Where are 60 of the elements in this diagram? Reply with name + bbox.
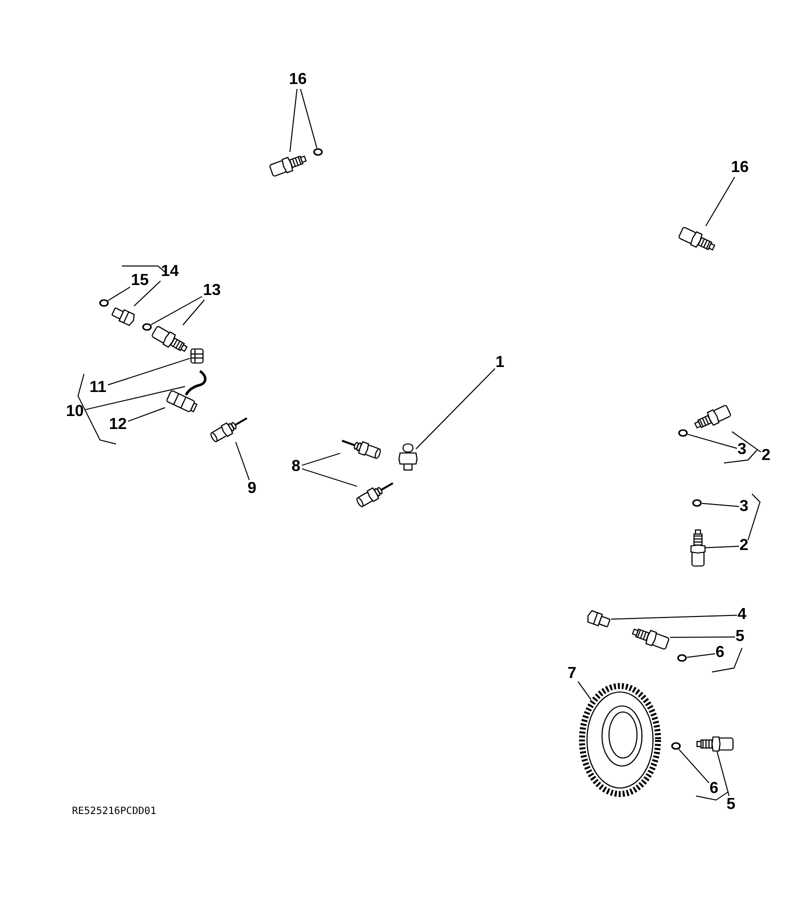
o-ring-drawing [671,742,681,750]
callout-number: 10 [66,404,84,420]
callout-number: 3 [738,442,746,458]
callout-number: 16 [731,160,749,176]
callout-number: 11 [90,380,106,396]
switch-drawing [400,443,416,471]
leader-line [704,546,740,548]
callout-number: 8 [292,459,300,475]
callout-number: 13 [203,283,221,299]
sensor-drawing [691,530,705,566]
leader-line [128,407,166,422]
callout-number: 5 [726,797,736,813]
callout-number: 14 [161,264,179,280]
connector-drawing [190,348,204,364]
callout-number: 5 [736,629,744,645]
fitting-drawing [111,306,136,326]
leader-line [610,614,738,620]
leader-line [686,653,716,658]
o-ring-drawing [678,429,688,437]
callout-number: 12 [109,417,127,433]
callout-number: 15 [131,273,149,289]
leader-line [150,296,202,326]
gear-drawing [579,683,661,797]
drawing-number: RE525216PCDD01 [72,806,156,817]
leader-line [416,368,496,450]
callout-number: 1 [496,355,504,371]
washer-drawing [142,323,152,331]
leader-line [84,386,186,410]
callout-number: 4 [738,607,746,623]
leader-line [235,442,250,480]
callout-number: 3 [740,499,748,515]
callout-number: 16 [289,72,307,88]
leader-line [302,468,358,487]
leader-line [302,452,340,466]
fitting-drawing [586,610,610,628]
sensor-drawing [697,737,733,751]
callout-number: 7 [568,666,576,682]
leader-line [678,748,710,784]
leader-line [732,431,762,453]
leader-line [134,280,161,306]
callout-number: 2 [740,538,748,554]
callout-number: 2 [762,448,770,464]
callout-number: 9 [248,481,256,497]
o-ring-drawing [99,299,109,307]
leader-line [687,434,738,449]
leader-line [108,286,130,302]
leader-line [716,750,730,796]
leader-line [705,176,736,226]
o-ring-drawing [677,654,687,662]
o-ring-drawing [313,148,323,156]
o-ring-drawing [692,499,702,507]
leader-line [108,358,190,386]
leader-line [289,88,298,152]
callout-number: 6 [716,645,724,661]
leader-line [702,502,740,507]
leader-line [670,636,736,638]
leader-line [578,681,592,700]
leader-line [300,88,318,149]
callout-number: 6 [710,781,718,797]
leader-line [182,300,205,326]
